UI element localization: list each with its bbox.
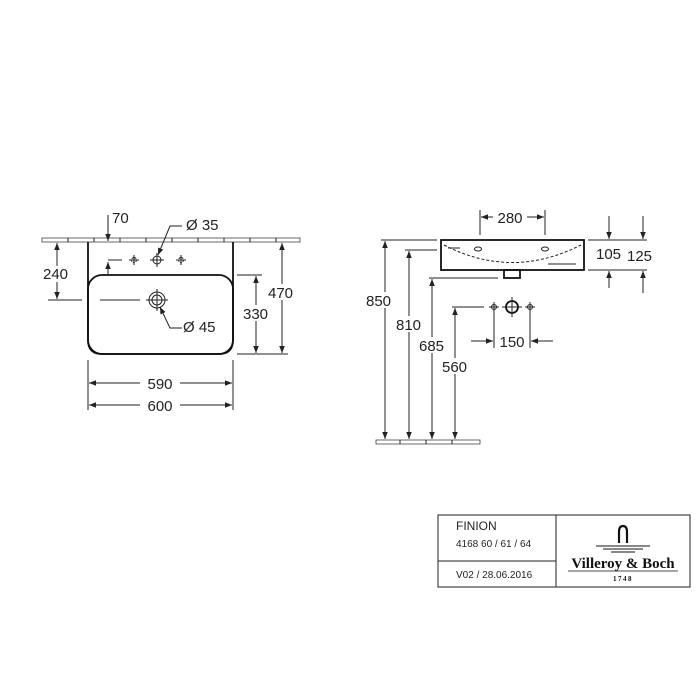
- title-block: FINION 4168 60 / 61 / 64 V02 / 28.06.201…: [437, 514, 691, 588]
- bowl-outline: [87, 274, 234, 355]
- dim-105: 105: [596, 246, 621, 263]
- dim-810: 810: [396, 317, 421, 334]
- dim-tap-diameter: Ø 35: [186, 217, 219, 234]
- dim-590: 590: [147, 376, 172, 393]
- floor-line: [375, 439, 481, 445]
- dim-150: 150: [499, 334, 524, 351]
- wall-connections-icon: [489, 297, 535, 317]
- dim-70: 70: [112, 210, 129, 227]
- dim-560: 560: [442, 359, 467, 376]
- wall-line: [41, 237, 301, 243]
- dim-685: 685: [419, 338, 444, 355]
- version-date: V02 / 28.06.2016: [456, 570, 533, 581]
- brand-name: Villeroy & Boch: [571, 556, 675, 572]
- drain-stub: [503, 269, 521, 279]
- dim-330: 330: [243, 306, 268, 323]
- front-view: 70 Ø 35 240 330 470 Ø 45 590 600: [41, 210, 301, 415]
- dim-drain-diameter: Ø 45: [183, 319, 216, 336]
- brand-logo: Villeroy & Boch 1748: [568, 524, 678, 583]
- dim-850: 850: [366, 293, 391, 310]
- dim-470: 470: [268, 285, 293, 302]
- brand-year: 1748: [613, 575, 633, 583]
- dim-600: 600: [147, 398, 172, 415]
- dim-125: 125: [627, 248, 652, 265]
- dim-280: 280: [497, 210, 522, 227]
- drain-icon: [146, 289, 168, 311]
- basin-side-outline: [440, 239, 585, 271]
- tap-hole-icon: [129, 253, 186, 267]
- product-name: FINION: [456, 519, 497, 533]
- side-view: 280 105 125 850 810 685 560: [366, 209, 652, 445]
- dim-240: 240: [43, 266, 68, 283]
- article-number: 4168 60 / 61 / 64: [456, 539, 532, 550]
